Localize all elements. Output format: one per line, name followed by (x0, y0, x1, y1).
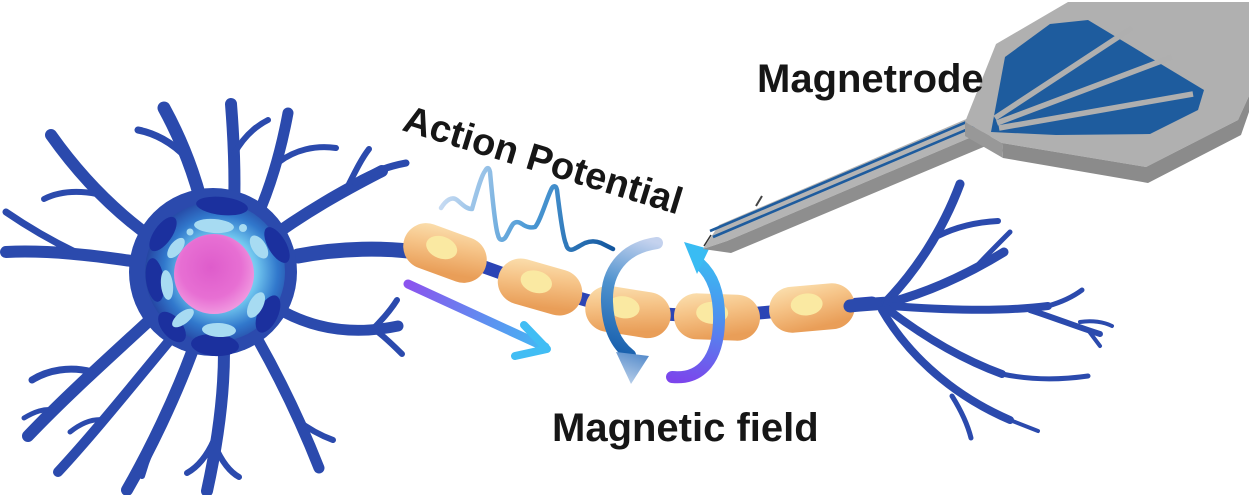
pad-separator (998, 91, 1194, 131)
dendrite-branch (375, 329, 405, 357)
propagation-arrow-head (511, 321, 551, 360)
magnetic-field-arrows (600, 237, 726, 384)
axon (403, 223, 879, 341)
action-potential-waveform (438, 165, 616, 252)
myelin-sheath-segments (403, 223, 855, 341)
organelle-light (167, 237, 185, 259)
organelle-dark (191, 333, 239, 357)
dendrite-branch (2, 208, 79, 256)
dendrite-branch (28, 365, 96, 384)
dendrite-branch (201, 346, 230, 495)
terminal-branch (886, 302, 1052, 314)
terminal-branch (878, 306, 1014, 424)
organelle-dark (145, 258, 165, 302)
dendrite-branch (369, 297, 400, 333)
terminal-branch (883, 247, 1009, 308)
magnetic-field-label: Magnetic field (552, 406, 819, 450)
dendrite-branch (294, 417, 336, 443)
terminal-branch (881, 179, 965, 307)
dendrite-branch (41, 188, 100, 202)
field-arrow-left-head (616, 352, 649, 384)
dendrite-branch (53, 335, 175, 477)
organelle-light (249, 235, 269, 259)
terminal-branch (935, 218, 1001, 239)
dendrite-branch (252, 334, 325, 474)
dendrite-branch (212, 443, 242, 480)
dendrite-branch (351, 159, 410, 186)
organelle-light (194, 218, 234, 234)
terminal-branch (972, 229, 1013, 271)
soma-dark-organelles (145, 196, 290, 357)
field-arrow-left-arc (600, 237, 663, 361)
dendrite-branch (21, 407, 58, 421)
terminal-branch (999, 371, 1091, 382)
organelle-light (160, 270, 174, 300)
organelle-light (172, 308, 194, 328)
organelle-light (246, 292, 266, 318)
dendrite-branch (22, 312, 158, 442)
dendrite-branch (67, 417, 108, 435)
organelle-light (202, 322, 236, 338)
probe-paddle-side (1002, 96, 1249, 183)
dendrite-branch (231, 117, 271, 157)
nucleus (174, 234, 254, 314)
organelle-dark (264, 227, 290, 263)
myelin-core (607, 296, 640, 319)
dendrite-branch (45, 129, 161, 246)
field-arrow-right-head (684, 242, 709, 274)
terminal-branch (882, 304, 1006, 378)
terminal-branch (1078, 319, 1114, 328)
axon-terminal (843, 179, 1114, 441)
myelin-segment (585, 285, 671, 339)
myelin-segment (497, 258, 583, 316)
myelin-core (426, 235, 458, 260)
dendrite-branch (278, 306, 404, 336)
magnetrode-label: Magnetrode (757, 57, 984, 101)
terminal-branch (1027, 307, 1103, 337)
pad-separator (996, 54, 1173, 126)
dendrite-branch (134, 126, 191, 162)
terminal-branch (1045, 287, 1085, 309)
myelin-segment (403, 223, 487, 283)
dendrite-branch (276, 144, 339, 165)
organelle-dark (196, 196, 248, 216)
probe-shank-trace (709, 116, 977, 233)
probe-tip-mark (703, 234, 712, 247)
organelle-dark (158, 311, 186, 343)
terminal-branch (949, 393, 974, 441)
probe-site-mark (755, 195, 763, 207)
probe-paddle-edge (965, 122, 1003, 158)
organelle-dot (239, 224, 247, 232)
propagation-arrow-shaft (403, 279, 550, 352)
propagation-arrow (403, 279, 551, 360)
organelle-dark (149, 216, 177, 252)
soma-light-organelles (160, 218, 269, 338)
magnetrode-probe (703, 2, 1249, 253)
neuron-cell (0, 98, 432, 495)
dendrite-branch (345, 146, 372, 189)
dendrite-branch (139, 422, 166, 479)
myelin-segment (769, 283, 855, 333)
field-arrow-right-arc (666, 258, 726, 384)
myelin-core (790, 293, 823, 316)
myelin-core (520, 270, 552, 294)
probe-shank-side (703, 130, 993, 253)
dendrite-branch (184, 437, 217, 476)
terminal-branch (1086, 328, 1102, 348)
pad-separator (993, 25, 1134, 121)
probe-shank-trace (712, 122, 981, 239)
terminal-branch (1008, 418, 1040, 433)
organelle-dot (186, 228, 194, 236)
electrode-pad-separators (993, 25, 1194, 131)
